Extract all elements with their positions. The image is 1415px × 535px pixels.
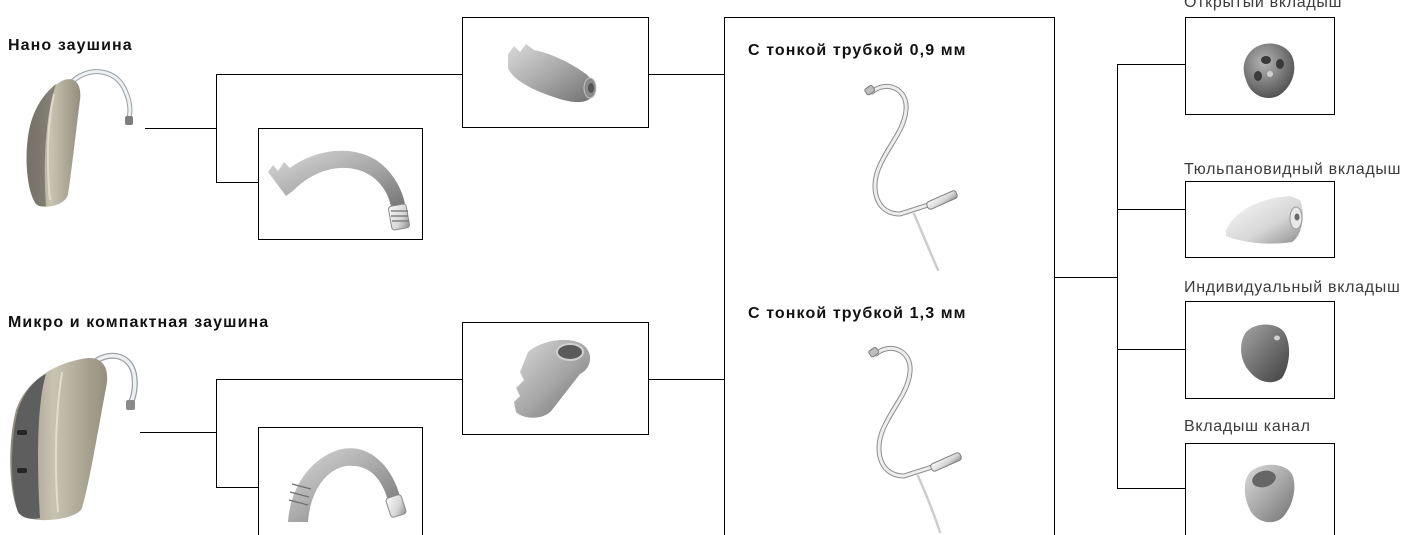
open-dome-icon: [1244, 43, 1295, 98]
dome-body: [1244, 43, 1295, 98]
thin-tube-0-9-label: С тонкой трубкой 0,9 мм: [748, 42, 967, 60]
custom-earmould-icon: [1241, 325, 1289, 383]
nano-bte-label: Нано заушина: [8, 37, 133, 55]
thin-tube-1-3-icon: [868, 347, 962, 532]
tube-cable: [914, 214, 938, 270]
device-button-lower: [17, 468, 27, 473]
dome-opening-hole: [1295, 214, 1300, 221]
micro-bte-hearing-aid-icon: [10, 356, 135, 520]
tube-connector: [926, 190, 958, 210]
dome-vent: [1276, 59, 1284, 69]
mould-body: [1241, 325, 1289, 383]
tube-tip: [864, 85, 875, 96]
nano-earhook-icon: [268, 151, 410, 231]
tulip-dome-label: Тюльпановидный вкладыш: [1184, 161, 1401, 179]
dome-center: [1267, 71, 1273, 77]
tube-tip: [868, 347, 879, 358]
device-hook-tip: [125, 116, 133, 125]
adapter-outlet: [557, 344, 583, 360]
custom-mould-label: Индивидуальный вкладыш: [1184, 279, 1400, 297]
canal-mould-icon: [1245, 465, 1295, 522]
tube-outline: [872, 86, 928, 214]
tube-cable: [918, 476, 940, 532]
dome-vent: [1261, 56, 1271, 64]
adapter-body: [508, 44, 594, 102]
thin-tube-0-9-icon: [864, 85, 958, 270]
tulip-dome-icon: [1226, 196, 1303, 244]
tube-connector: [930, 452, 962, 472]
open-dome-label: Открытый вкладыш: [1184, 0, 1342, 12]
device-hook-tip: [126, 400, 135, 410]
adapter-outlet-hole: [588, 83, 594, 93]
hook-body: [288, 448, 400, 522]
hook-body: [268, 151, 406, 212]
tube-outline: [876, 348, 932, 476]
hook-coupler: [388, 204, 410, 231]
mould-vent: [1274, 336, 1280, 341]
device-button-upper: [17, 430, 27, 435]
thin-tube-box: [725, 18, 1055, 535]
canal-mould-label: Вкладыш канал: [1184, 418, 1311, 436]
tube-core: [876, 348, 932, 476]
hook-coupler: [385, 494, 406, 518]
micro-compact-bte-label: Микро и компактная заушина: [8, 314, 269, 332]
dome-vent: [1254, 71, 1262, 81]
nano-bte-hearing-aid-icon: [27, 72, 133, 207]
thin-tube-1-3-label: С тонкой трубкой 1,3 мм: [748, 305, 967, 323]
micro-earhook-icon: [288, 448, 407, 522]
micro-hook-box: [259, 428, 423, 535]
tube-core: [872, 86, 928, 214]
nano-sound-adapter-icon: [508, 44, 596, 102]
micro-sound-adapter-icon: [514, 340, 590, 418]
